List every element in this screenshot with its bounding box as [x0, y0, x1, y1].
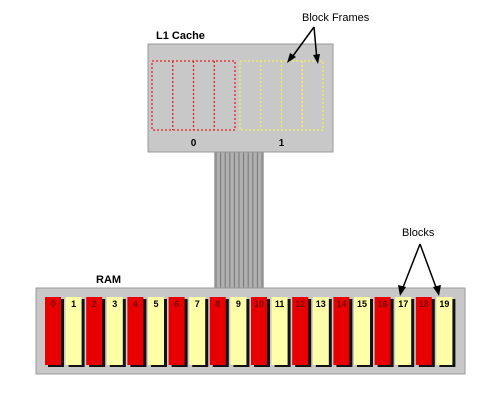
- ram-block-13: 13: [312, 297, 332, 367]
- block-frames-arrowhead-1: [287, 53, 296, 63]
- ram-block-5: 5: [148, 297, 167, 367]
- cache-frame-0: 0: [151, 60, 236, 149]
- ram-block-7: 7: [189, 297, 209, 367]
- block-body: [106, 297, 123, 365]
- block-number: 9: [236, 299, 241, 309]
- block-frames-label: Block Frames: [302, 12, 370, 24]
- ram-block-19: 19: [436, 297, 456, 367]
- block-number: 18: [419, 299, 429, 309]
- cache-frame-index: 0: [191, 138, 197, 149]
- block-number: 5: [153, 299, 158, 309]
- block-body: [127, 297, 144, 365]
- block-body: [148, 297, 164, 365]
- l1-cache-box: [147, 43, 334, 153]
- blocks-label: Blocks: [402, 227, 435, 239]
- block-number: 14: [336, 299, 346, 309]
- block-body: [251, 297, 267, 365]
- block-number: 10: [254, 299, 264, 309]
- block-body: [292, 297, 309, 365]
- ram-block-0: 0: [45, 297, 64, 367]
- block-number: 1: [71, 299, 76, 309]
- block-body: [333, 297, 350, 365]
- block-number: 11: [275, 299, 285, 309]
- block-body: [395, 297, 412, 365]
- block-body: [230, 297, 247, 365]
- block-number: 15: [357, 299, 367, 309]
- block-body: [86, 297, 103, 365]
- ram-block-1: 1: [65, 297, 85, 367]
- ram-block-14: 14: [333, 297, 353, 367]
- ram-block-6: 6: [168, 297, 188, 367]
- blocks-arrowhead-1: [398, 285, 406, 296]
- blocks-arrow-1: [401, 243, 421, 291]
- block-body: [415, 297, 432, 365]
- block-number: 6: [174, 299, 179, 309]
- memory-bus: [214, 152, 264, 290]
- block-body: [354, 297, 370, 365]
- block-number: 0: [50, 299, 55, 309]
- ram-block-11: 11: [271, 297, 291, 367]
- cache-frame-1: 1: [239, 60, 324, 149]
- block-number: 12: [295, 299, 305, 309]
- ram-block-8: 8: [209, 297, 229, 367]
- ram-block-12: 12: [292, 297, 312, 367]
- block-frames-arrowhead-2: [313, 54, 320, 64]
- block-number: 4: [133, 299, 138, 309]
- block-body: [189, 297, 206, 365]
- block-body: [436, 297, 453, 365]
- block-number: 3: [112, 299, 117, 309]
- block-number: 19: [439, 299, 449, 309]
- block-body: [312, 297, 329, 365]
- block-body: [65, 297, 82, 365]
- block-body: [374, 297, 391, 365]
- block-frames-arrow-1: [289, 26, 315, 61]
- ram-block-2: 2: [86, 297, 106, 367]
- blocks-arrowhead-2: [433, 285, 441, 296]
- ram-block-10: 10: [251, 297, 270, 367]
- ram-label: RAM: [96, 274, 121, 286]
- block-body: [168, 297, 185, 365]
- block-number: 8: [215, 299, 220, 309]
- cache-frame-index: 1: [279, 138, 285, 149]
- block-number: 13: [316, 299, 326, 309]
- ram-block-15: 15: [354, 297, 373, 367]
- ram-block-3: 3: [106, 297, 126, 367]
- block-number: 17: [398, 299, 408, 309]
- block-body: [271, 297, 288, 365]
- ram-block-18: 18: [415, 297, 435, 367]
- ram-block-17: 17: [395, 297, 415, 367]
- block-body: [209, 297, 226, 365]
- ram-block-16: 16: [374, 297, 394, 367]
- block-number: 2: [92, 299, 97, 309]
- block-number: 7: [195, 299, 200, 309]
- block-body: [45, 297, 61, 365]
- ram-block-4: 4: [127, 297, 147, 367]
- block-number: 16: [378, 299, 388, 309]
- ram-block-9: 9: [230, 297, 250, 367]
- blocks-arrow-2: [419, 243, 438, 291]
- l1-cache-label: L1 Cache: [156, 30, 205, 42]
